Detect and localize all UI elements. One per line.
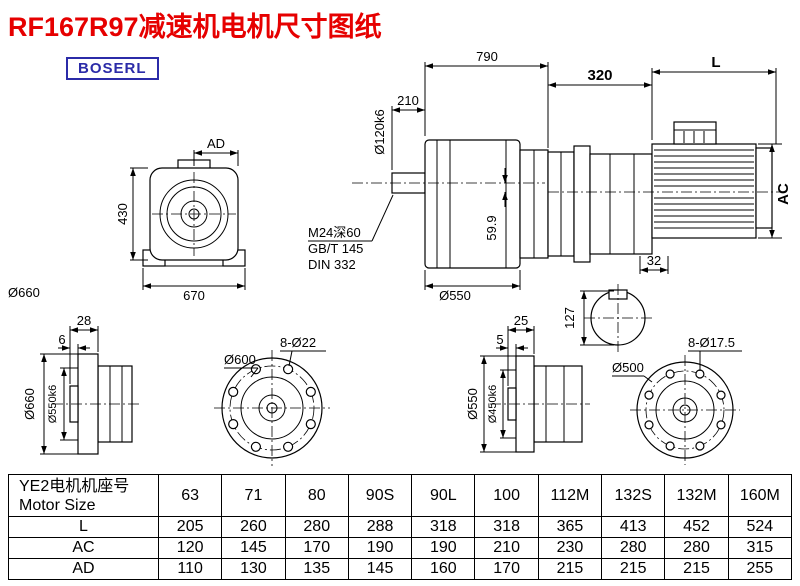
col-header: 112M <box>537 474 603 517</box>
tap-hole-label: M24深60 <box>308 225 361 240</box>
col-header: 90L <box>411 474 476 517</box>
motor-body <box>651 143 757 239</box>
cell: 135 <box>284 558 349 580</box>
dim-127-label: 127 <box>562 307 577 329</box>
col-header: 63 <box>157 474 223 517</box>
std-din-label: DIN 332 <box>308 257 356 272</box>
header-cn: YE2电机机座号 <box>19 477 130 495</box>
col-header: 80 <box>284 474 349 517</box>
dim-AC-label: AC <box>775 183 792 205</box>
dim-bcd-label: Ø500 <box>612 360 644 375</box>
dim-shaft-dia-label: Ø120k6 <box>372 109 387 155</box>
table-row-AD: AD 110 130 135 145 160 170 215 215 215 2… <box>8 558 793 580</box>
cell: 160 <box>411 558 476 580</box>
cell: 110 <box>157 558 223 580</box>
row-label: AC <box>8 537 159 559</box>
cell: 190 <box>347 537 413 559</box>
motor-flange-side-drawing: 25 5 Ø550 Ø450k6 <box>465 313 590 453</box>
terminal-box <box>673 121 717 145</box>
cell: 145 <box>221 537 286 559</box>
col-header: 132S <box>601 474 666 517</box>
row-label: AD <box>8 558 159 580</box>
dim-320-label: 320 <box>587 67 612 84</box>
dim-790-label: 790 <box>476 49 498 64</box>
col-header: 132M <box>664 474 729 517</box>
cell: 318 <box>474 516 539 538</box>
output-flange-side-drawing: 28 6 Ø660 Ø550k6 <box>22 313 140 455</box>
cell: 255 <box>727 558 793 580</box>
dim-32-label: 32 <box>647 253 661 268</box>
cell: 145 <box>347 558 413 580</box>
row-label: L <box>8 516 159 538</box>
cell: 120 <box>157 537 223 559</box>
std-gb-label: GB/T 145 <box>308 241 363 256</box>
dimension-drawing: AD 430 670 Ø660 790 210 Ø120k6 M24深60 GB… <box>8 49 792 466</box>
cell: 170 <box>284 537 349 559</box>
dim-660-label: Ø660 <box>8 285 40 300</box>
dim-bcd-label: Ø600 <box>224 352 256 367</box>
dim-ad-label: AD <box>207 136 225 151</box>
cell: 215 <box>664 558 729 580</box>
dim-body-dia-label: Ø550 <box>439 288 471 303</box>
dim-offset-label: 59.9 <box>484 215 499 240</box>
dim-670-label: 670 <box>183 288 205 303</box>
dim-L-label: L <box>711 54 720 71</box>
dim-210-label: 210 <box>397 93 419 108</box>
cell: 205 <box>157 516 223 538</box>
cell: 365 <box>537 516 603 538</box>
table-row-L: L 205 260 280 288 318 318 365 413 452 52… <box>8 516 793 538</box>
cell: 280 <box>664 537 729 559</box>
cell: 215 <box>601 558 666 580</box>
cell: 260 <box>221 516 286 538</box>
motor-side-drawing: 320 L AC 32 127 <box>547 54 792 352</box>
motor-size-table: YE2电机机座号 Motor Size 63 71 80 90S 90L 100… <box>8 474 793 580</box>
cell: 215 <box>537 558 603 580</box>
front-view-drawing: AD 430 670 Ø660 <box>8 136 246 303</box>
cell: 452 <box>664 516 729 538</box>
dim-430-label: 430 <box>115 203 130 225</box>
page-title: RF167R97减速机电机尺寸图纸 <box>8 12 382 42</box>
output-flange-face-drawing: Ø600 8-Ø22 <box>214 335 330 466</box>
cell: 413 <box>601 516 666 538</box>
brand-logo: BOSERL <box>66 57 159 80</box>
cell: 288 <box>347 516 413 538</box>
dim-6-label: 6 <box>58 332 65 347</box>
col-header: 71 <box>221 474 286 517</box>
cell: 230 <box>537 537 603 559</box>
cell: 280 <box>601 537 666 559</box>
table-header-cell: YE2电机机座号 Motor Size <box>8 474 159 517</box>
cell: 315 <box>727 537 793 559</box>
cell: 170 <box>474 558 539 580</box>
dim-5-label: 5 <box>496 332 503 347</box>
cell: 280 <box>284 516 349 538</box>
col-header: 100 <box>474 474 539 517</box>
col-header: 160M <box>727 474 793 517</box>
dim-28-label: 28 <box>77 313 91 328</box>
dim-flange-od-label: Ø550 <box>465 388 480 420</box>
dim-holes-label: 8-Ø17.5 <box>688 335 735 350</box>
table-row-AC: AC 120 145 170 190 190 210 230 280 280 3… <box>8 537 793 559</box>
dim-25-label: 25 <box>514 313 528 328</box>
col-header: 90S <box>347 474 413 517</box>
table-header-row: YE2电机机座号 Motor Size 63 71 80 90S 90L 100… <box>8 474 793 517</box>
reducer-side-drawing: 790 210 Ø120k6 M24深60 GB/T 145 DIN 332 5… <box>308 49 549 303</box>
cell: 130 <box>221 558 286 580</box>
fan-cowl <box>755 147 773 229</box>
header-en: Motor Size <box>19 496 96 514</box>
cell: 318 <box>411 516 476 538</box>
dim-holes-label: 8-Ø22 <box>280 335 316 350</box>
dim-spigot-label: Ø550k6 <box>47 385 59 424</box>
cell: 190 <box>411 537 476 559</box>
motor-flange-face-drawing: Ø500 8-Ø17.5 <box>612 335 742 465</box>
dim-spigot-label: Ø450k6 <box>487 385 499 424</box>
cell: 524 <box>727 516 793 538</box>
dim-flange-od-label: Ø660 <box>22 388 37 420</box>
cell: 210 <box>474 537 539 559</box>
